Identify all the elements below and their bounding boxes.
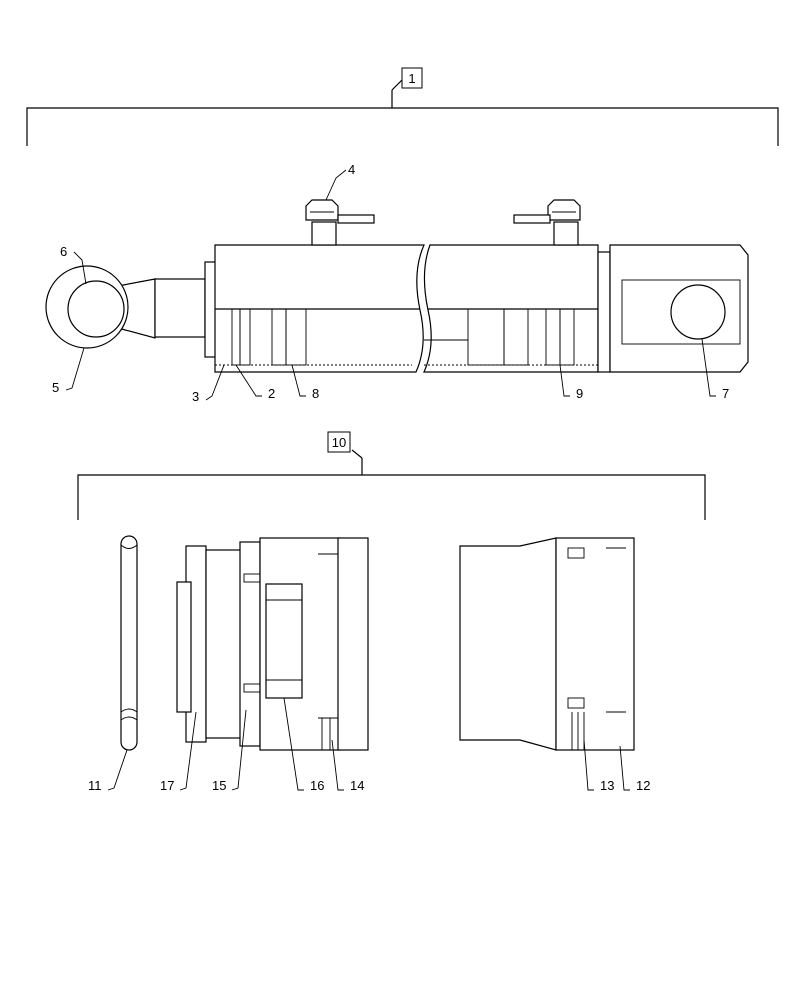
assembly-1-label: 1: [408, 71, 415, 86]
callout-15: 15: [212, 778, 226, 793]
barrel-right: [423, 244, 599, 373]
callout-13: 13: [600, 778, 614, 793]
callout-7: 7: [722, 386, 729, 401]
callout-8: 8: [312, 386, 319, 401]
rod-eye: [45, 265, 156, 349]
base-end: [597, 244, 749, 373]
callout-12: 12: [636, 778, 650, 793]
callout-3: 3: [192, 389, 199, 404]
callout-14: 14: [350, 778, 364, 793]
grease-fitting-right: [513, 199, 581, 246]
callout-4: 4: [348, 162, 355, 177]
piston: [176, 537, 369, 751]
gland: [459, 537, 635, 751]
assembly-10-label: 10: [332, 435, 346, 450]
callouts: 6 5 4 3 2 8 9 7 11 17 15 16 14: [52, 162, 729, 793]
callout-9: 9: [576, 386, 583, 401]
o-ring: [120, 535, 138, 751]
piston-rod: [154, 261, 220, 358]
assembly-1-label-box: [401, 67, 423, 89]
hydraulic-cylinder: [45, 199, 749, 373]
callout-6: 6: [60, 244, 67, 259]
callout-16: 16: [310, 778, 324, 793]
barrel-left: [214, 244, 425, 373]
callout-17: 17: [160, 778, 174, 793]
assembly-10-bracket: 10: [77, 431, 706, 520]
callout-5: 5: [52, 380, 59, 395]
grease-fitting-left: [305, 199, 375, 246]
assembly-10-label-box: [327, 431, 351, 453]
callout-11: 11: [88, 778, 102, 793]
callout-2: 2: [268, 386, 275, 401]
assembly-1-bracket: 1: [26, 67, 779, 146]
